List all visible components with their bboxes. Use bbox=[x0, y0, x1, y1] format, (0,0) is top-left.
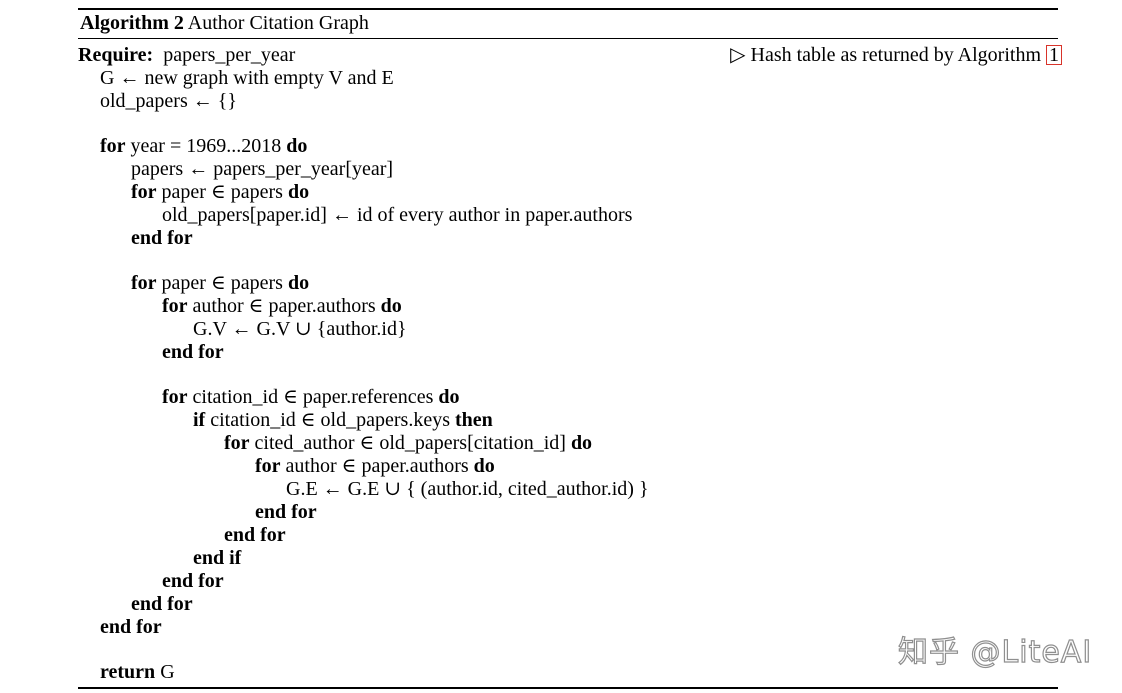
code-line: end for bbox=[78, 570, 1058, 593]
code-text: G ← new graph with empty V and E bbox=[100, 67, 394, 89]
require-text: papers_per_year bbox=[163, 44, 296, 66]
code-text: citation_id ∈ old_papers.keys bbox=[205, 409, 455, 431]
watermark: 知乎 @LiteAI bbox=[897, 634, 1093, 670]
code-keyword-end: do bbox=[287, 272, 310, 294]
code-text: author ∈ paper.authors bbox=[187, 295, 381, 317]
code-keyword: end for bbox=[255, 501, 317, 523]
code-line: G.V ← G.V ∪ {author.id} bbox=[78, 318, 1058, 341]
code-keyword-end: do bbox=[438, 386, 460, 408]
code-line: for author ∈ paper.authors do bbox=[78, 455, 1058, 478]
code-keyword: for bbox=[224, 432, 250, 454]
code-text: citation_id ∈ paper.references bbox=[187, 386, 439, 408]
code-line: old_papers[paper.id] ← id of every autho… bbox=[78, 204, 1058, 227]
code-keyword: end for bbox=[131, 227, 193, 249]
code-text: G bbox=[155, 661, 175, 683]
code-line: if citation_id ∈ old_papers.keys then bbox=[78, 409, 1058, 432]
code-keyword: end for bbox=[131, 593, 193, 615]
code-keyword: end for bbox=[224, 524, 286, 546]
code-line: end for bbox=[78, 616, 1058, 639]
code-line: for author ∈ paper.authors do bbox=[78, 295, 1058, 318]
code-line: for year = 1969...2018 do bbox=[78, 135, 1058, 158]
code-keyword: if bbox=[193, 409, 206, 431]
code-text: old_papers ← {} bbox=[100, 90, 237, 112]
code-keyword-end: do bbox=[473, 455, 495, 477]
code-keyword: for bbox=[131, 272, 157, 294]
code-keyword: return bbox=[100, 661, 156, 683]
code-keyword: end for bbox=[100, 616, 162, 638]
code-keyword-end: do bbox=[287, 181, 310, 203]
algorithm-reference-link[interactable]: 1 bbox=[1046, 45, 1062, 65]
code-line: G.E ← G.E ∪ { (author.id, cited_author.i… bbox=[78, 478, 1058, 501]
code-keyword: for bbox=[131, 181, 157, 203]
code-line: end for bbox=[78, 593, 1058, 616]
code-keyword: for bbox=[255, 455, 281, 477]
code-text: G.E ← G.E ∪ { (author.id, cited_author.i… bbox=[286, 478, 649, 500]
code-line: G ← new graph with empty V and E bbox=[78, 67, 1058, 90]
algorithm-body: Require: papers_per_year ▷ Hash table as… bbox=[78, 39, 1062, 684]
code-line: old_papers ← {} bbox=[78, 90, 1058, 113]
require-comment: ▷ Hash table as returned by Algorithm 1 bbox=[730, 44, 1062, 67]
code-text: papers ← papers_per_year[year] bbox=[131, 158, 394, 180]
code-line: return G bbox=[78, 661, 1058, 684]
blank-line bbox=[78, 364, 1058, 386]
algorithm-block: Algorithm 2 Author Citation Graph Requir… bbox=[78, 8, 1062, 689]
code-line: for cited_author ∈ old_papers[citation_i… bbox=[78, 432, 1058, 455]
code-text: G.V ← G.V ∪ {author.id} bbox=[193, 318, 407, 340]
code-line: end for bbox=[78, 501, 1058, 524]
code-text: paper ∈ papers bbox=[156, 181, 288, 203]
title-rule bbox=[78, 38, 1058, 39]
bottom-rule bbox=[78, 687, 1058, 689]
blank-line bbox=[78, 250, 1058, 272]
code-text: paper ∈ papers bbox=[156, 272, 288, 294]
code-line: for citation_id ∈ paper.references do bbox=[78, 386, 1058, 409]
code-line: end if bbox=[78, 547, 1058, 570]
code-keyword: end if bbox=[193, 547, 242, 569]
code-keyword-end: do bbox=[380, 295, 402, 317]
code-line: end for bbox=[78, 341, 1058, 364]
algorithm-title-text: Author Citation Graph bbox=[187, 12, 369, 34]
code-line: for paper ∈ papers do bbox=[78, 181, 1058, 204]
require-line: Require: papers_per_year ▷ Hash table as… bbox=[78, 44, 1062, 67]
code-text: old_papers[paper.id] ← id of every autho… bbox=[162, 204, 633, 226]
code-keyword: for bbox=[100, 135, 126, 157]
code-keyword: end for bbox=[162, 570, 224, 592]
algorithm-number: Algorithm 2 bbox=[80, 12, 184, 34]
blank-line bbox=[78, 113, 1058, 135]
code-text: year = 1969...2018 bbox=[125, 135, 287, 157]
code-keyword: for bbox=[162, 386, 188, 408]
code-keyword: end for bbox=[162, 341, 224, 363]
code-text: cited_author ∈ old_papers[citation_id] bbox=[249, 432, 571, 454]
code-line: for paper ∈ papers do bbox=[78, 272, 1058, 295]
require-comment-text: ▷ Hash table as returned by Algorithm bbox=[730, 44, 1041, 66]
code-keyword-end: do bbox=[570, 432, 593, 454]
require-keyword: Require: bbox=[78, 44, 154, 66]
code-keyword-end: then bbox=[454, 409, 493, 431]
code-text: author ∈ paper.authors bbox=[280, 455, 474, 477]
algorithm-title: Algorithm 2 Author Citation Graph bbox=[78, 10, 1058, 37]
code-line: end for bbox=[78, 227, 1058, 250]
code-keyword-end: do bbox=[286, 135, 308, 157]
code-keyword: for bbox=[162, 295, 188, 317]
code-line: end for bbox=[78, 524, 1058, 547]
top-rule bbox=[78, 8, 1058, 10]
code-line: papers ← papers_per_year[year] bbox=[78, 158, 1058, 181]
